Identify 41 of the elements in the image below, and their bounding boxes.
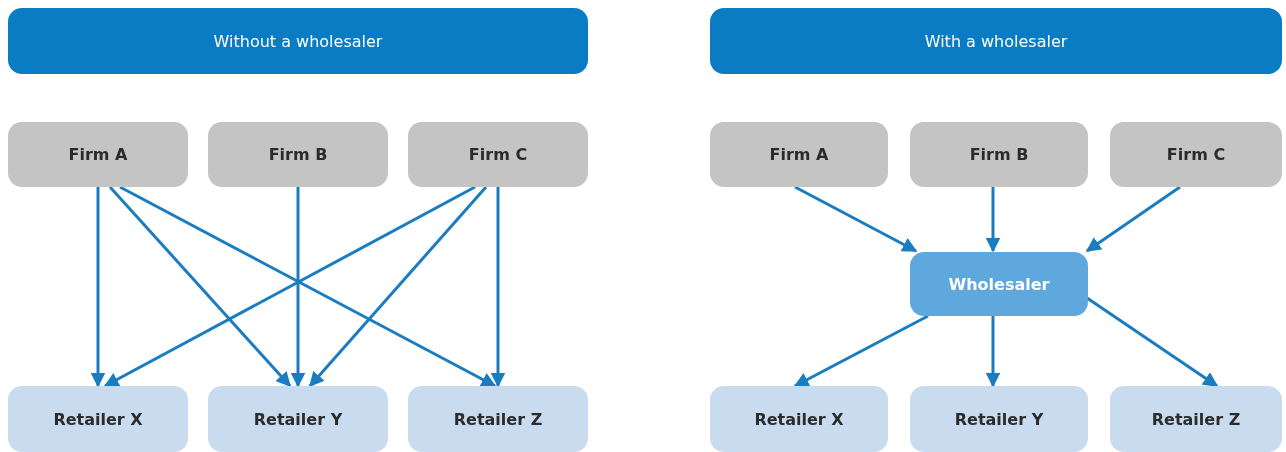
node-label: Retailer X xyxy=(53,409,143,429)
arrow xyxy=(108,186,292,388)
firm-box xyxy=(1110,122,1282,187)
firm-box xyxy=(408,122,588,187)
node-label: Firm A xyxy=(68,145,128,164)
node-label: Retailer Y xyxy=(954,409,1044,429)
arrow xyxy=(985,187,1001,253)
node-label: Retailer Z xyxy=(1151,409,1241,429)
node-label: With a wholesaler xyxy=(924,31,1068,51)
header-bar xyxy=(710,8,1282,74)
arrow xyxy=(1085,185,1181,253)
node-label: Without a wholesaler xyxy=(213,31,383,51)
node-label: Firm C xyxy=(468,145,528,164)
node-label: Retailer Y xyxy=(253,409,343,429)
arrow xyxy=(985,316,1001,388)
arrow xyxy=(290,187,306,388)
arrow xyxy=(793,314,929,388)
arrow xyxy=(1086,296,1219,388)
arrow xyxy=(90,187,106,388)
wholesaler-box xyxy=(910,252,1088,316)
node-label: Retailer X xyxy=(754,409,844,429)
arrow xyxy=(490,187,506,388)
arrow xyxy=(794,185,918,253)
retailer-box xyxy=(408,386,588,452)
firm-box xyxy=(8,122,188,187)
firm-box xyxy=(910,122,1088,187)
node-label: Retailer Z xyxy=(453,409,543,429)
retailer-box xyxy=(910,386,1088,452)
firm-box xyxy=(208,122,388,187)
retailer-box xyxy=(710,386,888,452)
header-bar xyxy=(8,8,588,74)
retailer-box xyxy=(1110,386,1282,452)
retailer-box xyxy=(8,386,188,452)
arrow xyxy=(308,186,488,388)
firm-box xyxy=(710,122,888,187)
retailer-box xyxy=(208,386,388,452)
node-label: Wholesaler xyxy=(948,274,1050,294)
node-label: Firm B xyxy=(969,145,1029,164)
node-label: Firm A xyxy=(769,145,829,164)
node-label: Firm B xyxy=(268,145,328,164)
node-label: Firm C xyxy=(1166,145,1226,164)
